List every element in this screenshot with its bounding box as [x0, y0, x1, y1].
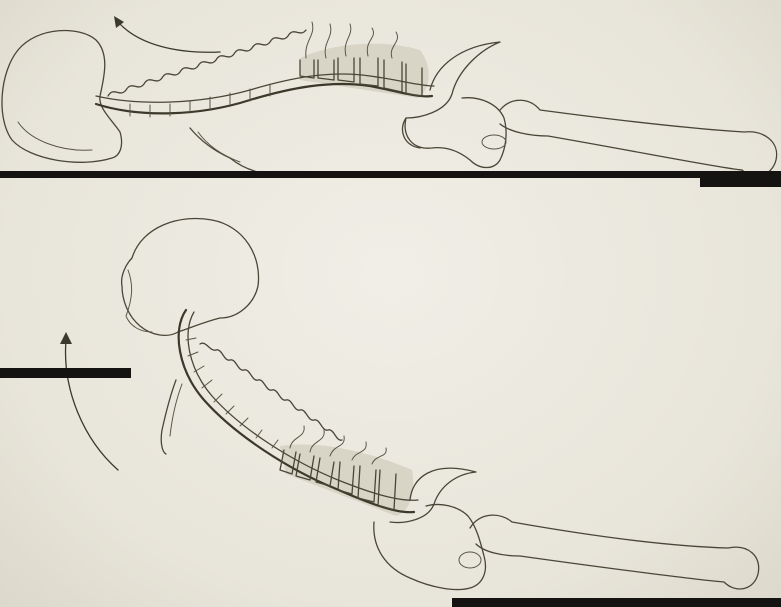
spinous-processes-bottom [200, 343, 342, 440]
obturator-foramen-top [482, 135, 506, 149]
femur-bottom [470, 515, 759, 589]
pelvis-bottom [374, 504, 486, 589]
vertebral-divisions-bottom [186, 338, 278, 448]
skull-outline-top [2, 31, 122, 163]
obturator-foramen-bottom [459, 552, 481, 568]
floor-bar-bottom [452, 598, 781, 607]
floor-bar-top [0, 171, 781, 178]
arrowhead-bottom [60, 332, 72, 344]
spinous-processes-top [108, 30, 306, 96]
femur-top [500, 100, 777, 176]
arm-bottom [161, 380, 176, 454]
top-panel [0, 16, 781, 187]
curved-arrow-bottom [66, 340, 118, 470]
pelvis-top [405, 98, 506, 168]
lumbar-shading-top [300, 44, 429, 98]
support-bar-bottom-left [0, 368, 131, 378]
skull-outline-bottom [122, 219, 259, 336]
skull-jaw-top [18, 122, 92, 150]
skull-face-bottom [126, 270, 152, 332]
floor-bar-top-right [700, 178, 781, 187]
curved-arrow-top [118, 22, 220, 52]
arm-top-inner [198, 132, 240, 162]
spinal-cord-top [96, 84, 432, 113]
bottom-panel [0, 219, 781, 607]
